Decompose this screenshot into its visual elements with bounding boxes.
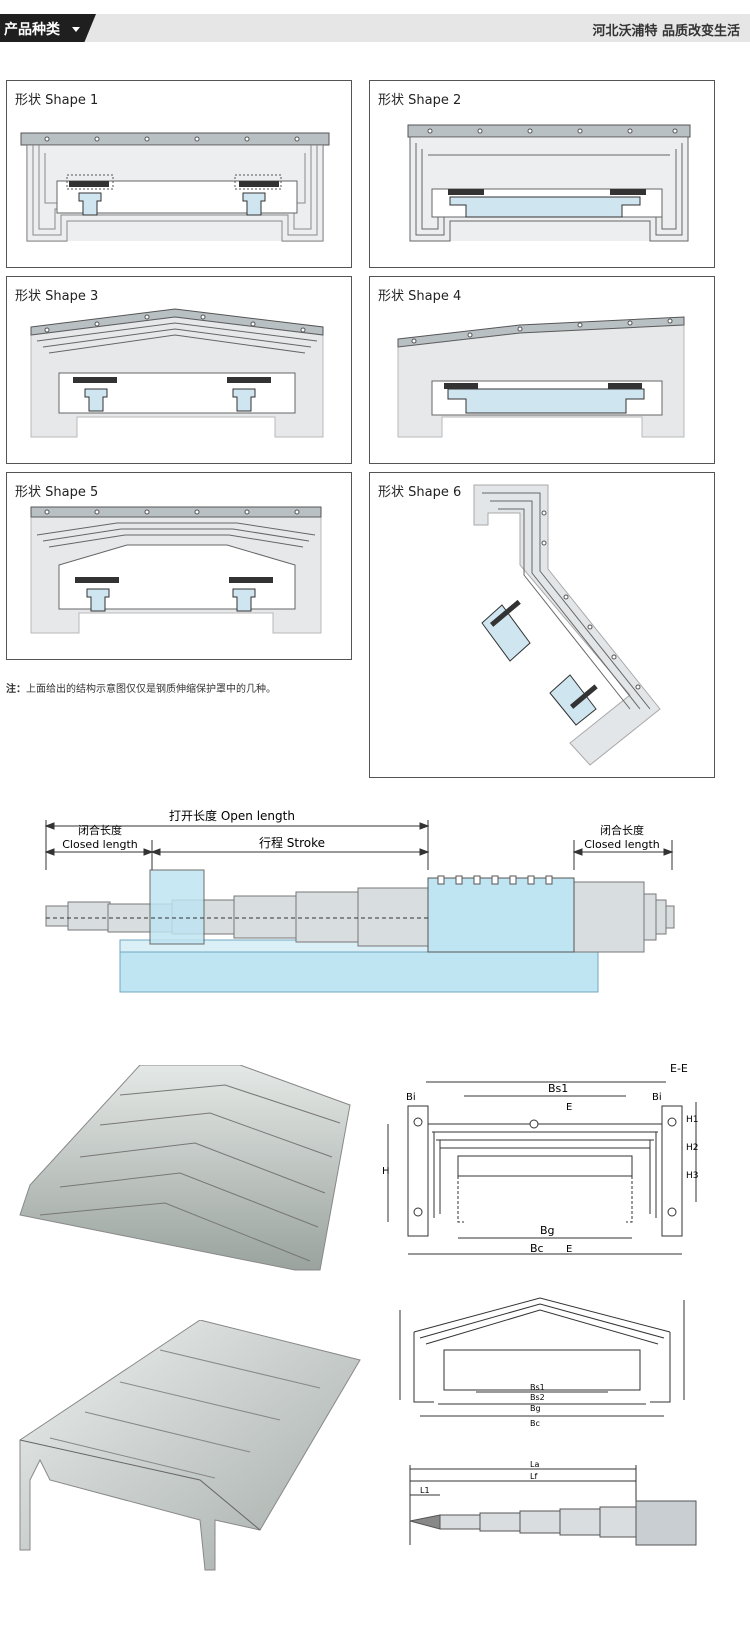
dim-drawing-1: E-E Bi Bs1 Bi E H H1 H2 H3 Bg Bc E <box>382 1062 699 1255</box>
stroke-label: 行程 Stroke <box>259 835 325 850</box>
bs2-label-2: Bs2 <box>530 1393 545 1402</box>
cover-photo-1 <box>19 1065 351 1271</box>
bc-label-2: Bc <box>530 1419 540 1428</box>
shape-2-drawing <box>407 124 691 242</box>
header-bar <box>0 14 750 42</box>
h2-label: H2 <box>686 1143 699 1153</box>
cover-photo-2 <box>19 1320 361 1571</box>
closed-length-right-cn: 闭合长度 <box>600 823 644 837</box>
shape-3-drawing <box>30 308 324 438</box>
header-tab <box>0 14 96 42</box>
shape-label: 形状 Shape 6 <box>378 485 462 500</box>
shape-4-drawing <box>397 316 685 438</box>
note-prefix: 注： <box>6 684 26 695</box>
bs1-label-2: Bs1 <box>530 1383 545 1392</box>
lf-label: Lf <box>530 1472 537 1481</box>
shape-label: 形状 Shape 5 <box>15 485 99 500</box>
length-diagram: 打开长度 Open length 闭合长度 Closed length 行程 S… <box>44 808 675 993</box>
bc-label: Bc <box>530 1242 544 1255</box>
bs1-label: Bs1 <box>548 1082 568 1095</box>
shape-6-drawing <box>473 484 661 766</box>
e-top-label: E <box>566 1102 572 1113</box>
bg-label-2: Bg <box>530 1404 541 1413</box>
shape-label: 形状 Shape 4 <box>378 289 462 304</box>
dim-drawing-2: Bs1 Bs2 Bg Bc <box>399 1297 685 1428</box>
shape-label: 形状 Shape 3 <box>15 289 99 304</box>
e-bottom-label: E <box>566 1244 572 1255</box>
la-label: La <box>530 1460 539 1469</box>
closed-length-right-en: Closed length <box>584 838 660 851</box>
chevron-down-icon <box>72 27 80 32</box>
dim-drawing-3: La Lf L1 <box>409 1460 697 1546</box>
h3-label: H3 <box>686 1171 699 1181</box>
note: 注：上面给出的结构示意图仅仅是钢质伸缩保护罩中的几种。 <box>6 680 276 695</box>
shape-panel-3: 形状 Shape 3 <box>6 276 352 464</box>
closed-length-left-en: Closed length <box>62 838 138 851</box>
shape-label: 形状 Shape 1 <box>15 93 99 108</box>
shape-panel-1: 形状 Shape 1 <box>6 80 352 268</box>
ee-label: E-E <box>670 1062 688 1075</box>
header-slogan: 河北沃浦特 品质改变生活 <box>592 24 740 39</box>
shape-panel-4: 形状 Shape 4 <box>369 276 715 464</box>
shape-label: 形状 Shape 2 <box>378 93 462 108</box>
l1-label: L1 <box>420 1486 430 1495</box>
open-length-label: 打开长度 Open length <box>169 808 295 823</box>
bi-left-label: Bi <box>406 1092 416 1103</box>
shape-5-drawing <box>30 506 322 634</box>
closed-length-left-cn: 闭合长度 <box>78 823 122 837</box>
section-header: 产品种类 河北沃浦特 品质改变生活 <box>0 14 750 42</box>
note-text: 上面给出的结构示意图仅仅是钢质伸缩保护罩中的几种。 <box>26 684 276 695</box>
bi-right-label: Bi <box>652 1092 662 1103</box>
header-tab-label: 产品种类 <box>4 22 60 38</box>
shape-panel-2: 形状 Shape 2 <box>369 80 715 268</box>
shape-1-drawing <box>20 132 330 242</box>
bg-label: Bg <box>540 1224 555 1237</box>
h-label: H <box>382 1166 390 1177</box>
h1-label: H1 <box>686 1115 699 1125</box>
shape-panel-5: 形状 Shape 5 <box>6 472 352 660</box>
shape-panel-6: 形状 Shape 6 <box>369 472 715 778</box>
